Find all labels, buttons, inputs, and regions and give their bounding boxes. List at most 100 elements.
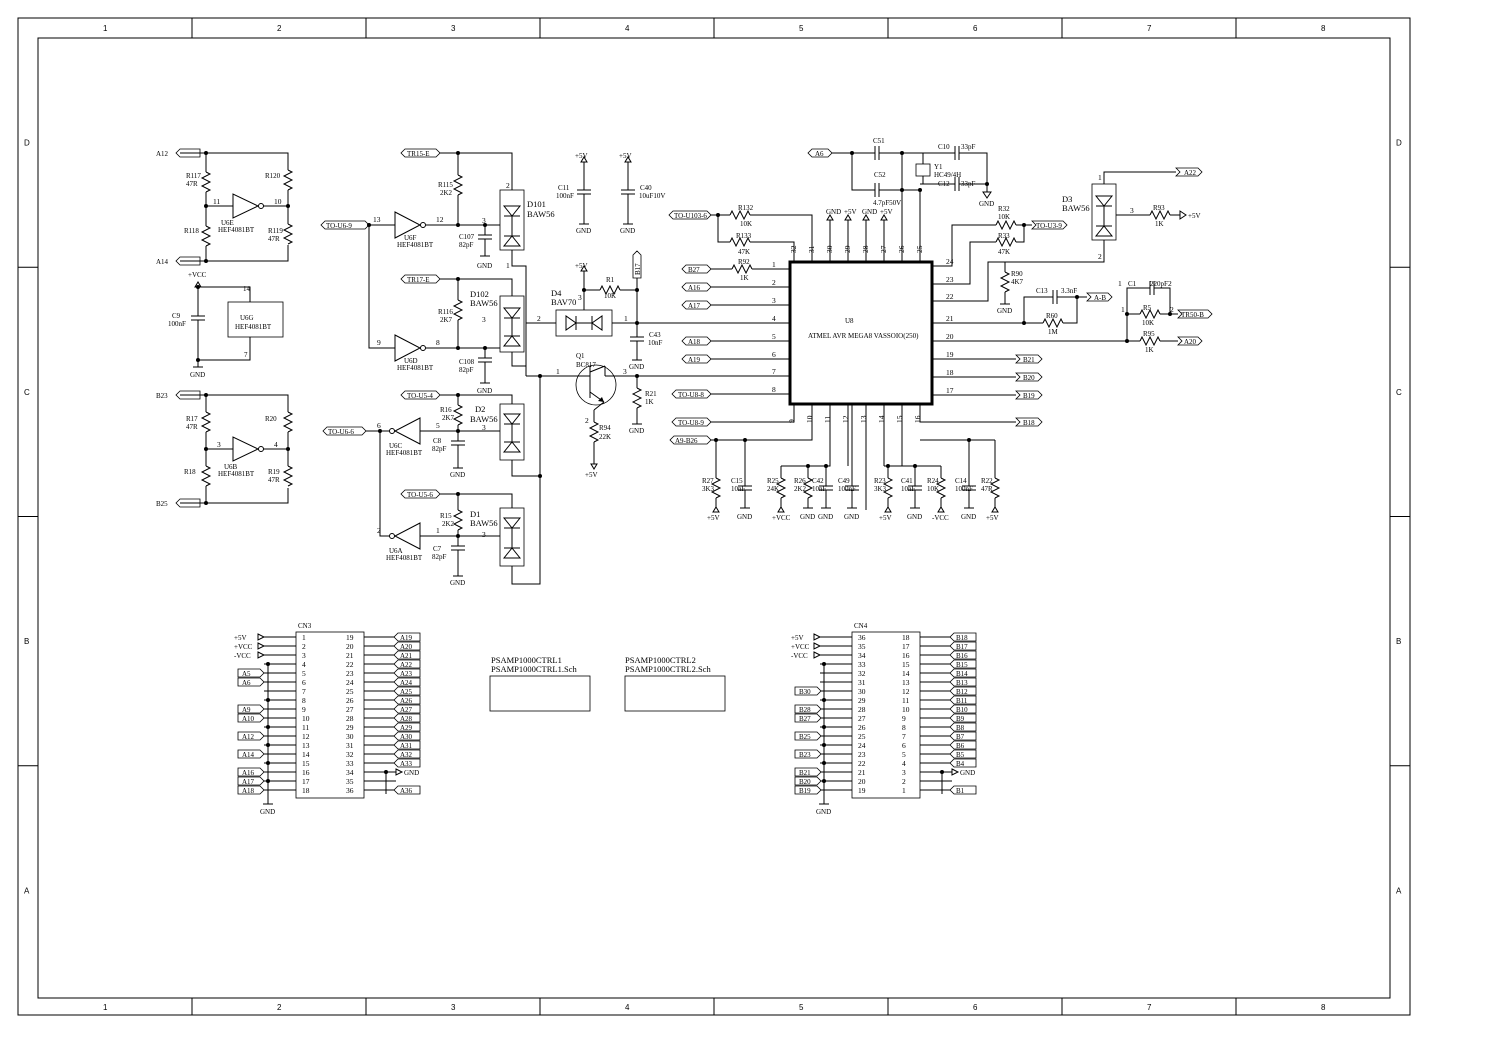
- svg-text:C42: C42: [812, 477, 824, 485]
- connector-pin: 34: [346, 768, 354, 777]
- svg-text:B25: B25: [799, 733, 811, 741]
- svg-text:B20: B20: [1023, 374, 1035, 382]
- svg-text:A5: A5: [242, 670, 251, 678]
- svg-text:R15: R15: [440, 512, 452, 520]
- connector-pin: 26: [858, 723, 866, 732]
- mcu-pin-number: 18: [946, 368, 954, 377]
- svg-text:R17: R17: [186, 415, 198, 423]
- svg-text:47R: 47R: [186, 423, 198, 431]
- svg-text:2K7: 2K7: [440, 316, 453, 324]
- connector-pin: 20: [858, 777, 866, 786]
- svg-text:BC817: BC817: [576, 361, 596, 369]
- svg-text:A19: A19: [400, 634, 413, 642]
- svg-text:A29: A29: [400, 724, 413, 732]
- connector-pin: 17: [902, 642, 910, 651]
- svg-text:A25: A25: [400, 688, 413, 696]
- port-a12: A12: [156, 150, 169, 158]
- svg-text:D101: D101: [527, 199, 546, 209]
- connector-pin: 36: [858, 633, 866, 642]
- svg-text:C107: C107: [459, 233, 475, 241]
- svg-text:TR15-E: TR15-E: [407, 150, 430, 158]
- svg-text:-VCC: -VCC: [791, 652, 808, 660]
- svg-text:2: 2: [1098, 252, 1102, 261]
- svg-text:B16: B16: [956, 652, 968, 660]
- svg-text:10uF10V: 10uF10V: [639, 192, 665, 200]
- connector-pin: 32: [858, 669, 866, 678]
- svg-text:1: 1: [1098, 173, 1102, 182]
- svg-text:1M: 1M: [1048, 328, 1059, 336]
- svg-text:ATMEL AVR MEGA8 VASSOIO(250): ATMEL AVR MEGA8 VASSOIO(250): [808, 332, 919, 340]
- svg-text:1K: 1K: [740, 274, 749, 282]
- grid-col-label: 4: [625, 1003, 630, 1012]
- connector-pin: 23: [858, 750, 866, 759]
- connector-pin: 29: [858, 696, 866, 705]
- svg-text:+5V: +5V: [619, 152, 632, 160]
- svg-text:Q1: Q1: [576, 352, 585, 360]
- svg-text:GND: GND: [844, 513, 859, 521]
- mcu-pin-number: 13: [859, 415, 868, 423]
- mcu-pin-number: 12: [841, 415, 850, 423]
- mcu-pin-number: 17: [946, 386, 954, 395]
- svg-text:HEF4081BT: HEF4081BT: [386, 449, 423, 457]
- svg-text:2K2: 2K2: [794, 485, 807, 493]
- connector-pin: 14: [302, 750, 310, 759]
- svg-text:2: 2: [377, 526, 381, 535]
- grid-col-label: 7: [1147, 24, 1152, 33]
- port-to-u6-6: TO-U6-6: [328, 428, 354, 436]
- svg-text:R90: R90: [1011, 270, 1023, 278]
- svg-text:B19: B19: [799, 787, 811, 795]
- svg-text:B27: B27: [799, 715, 811, 723]
- svg-text:U6B: U6B: [224, 463, 238, 471]
- svg-text:3K3: 3K3: [702, 485, 715, 493]
- svg-text:+5V: +5V: [880, 208, 893, 216]
- grid-col-label: 6: [973, 24, 978, 33]
- svg-text:R21: R21: [645, 390, 657, 398]
- svg-text:GND: GND: [450, 579, 465, 587]
- gate-u6b-block: B23 B25 R17 47R R18 R20 R19 47R 3 4 U6B …: [156, 390, 294, 508]
- svg-text:C1: C1: [1128, 280, 1137, 288]
- svg-text:7: 7: [244, 351, 248, 359]
- mcu-pin-number: 15: [895, 415, 904, 423]
- svg-text:8: 8: [436, 338, 440, 347]
- svg-text:GND: GND: [907, 513, 922, 521]
- svg-text:A18: A18: [242, 787, 255, 795]
- connector-pin: 10: [302, 714, 310, 723]
- connector-pin: 31: [346, 741, 354, 750]
- svg-text:2: 2: [1170, 305, 1174, 314]
- svg-text:A32: A32: [400, 751, 413, 759]
- svg-text:TO-U103-6: TO-U103-6: [674, 212, 707, 220]
- driver-gates-block: TO-U6-9 TO-U6-6 TR15-E TR17-E TO-U5-4 TO…: [320, 148, 576, 587]
- connector-pin: 32: [346, 750, 354, 759]
- svg-text:+VCC: +VCC: [791, 643, 810, 651]
- svg-text:A9: A9: [242, 706, 251, 714]
- svg-text:1: 1: [436, 526, 440, 535]
- connector-pin: 4: [302, 660, 306, 669]
- connector-pin: 8: [302, 696, 306, 705]
- svg-text:100nF: 100nF: [168, 320, 186, 328]
- gate-u6g-power-block: +VCC GND C9 100nF U6G HEF4081BT 14 7: [168, 271, 284, 379]
- connector-pin: 26: [346, 696, 354, 705]
- svg-text:1K: 1K: [645, 398, 654, 406]
- svg-text:B28: B28: [799, 706, 811, 714]
- connector-pin: 33: [346, 759, 354, 768]
- svg-text:3: 3: [623, 367, 627, 376]
- connector-pin: 34: [858, 651, 866, 660]
- svg-text:A16: A16: [688, 284, 701, 292]
- grid-col-label: 1: [103, 1003, 108, 1012]
- svg-text:A30: A30: [400, 733, 413, 741]
- svg-text:GND: GND: [737, 513, 752, 521]
- svg-text:B17: B17: [634, 263, 642, 275]
- svg-text:Y1: Y1: [934, 163, 943, 171]
- connector-pin: 24: [346, 678, 354, 687]
- svg-text:BAW56: BAW56: [1062, 203, 1090, 213]
- svg-text:B17: B17: [956, 643, 968, 651]
- svg-text:R120: R120: [265, 172, 281, 180]
- connector-pin: 15: [902, 660, 910, 669]
- svg-text:C52: C52: [874, 171, 886, 179]
- svg-text:A28: A28: [400, 715, 413, 723]
- svg-text:HC49/4H: HC49/4H: [934, 171, 961, 179]
